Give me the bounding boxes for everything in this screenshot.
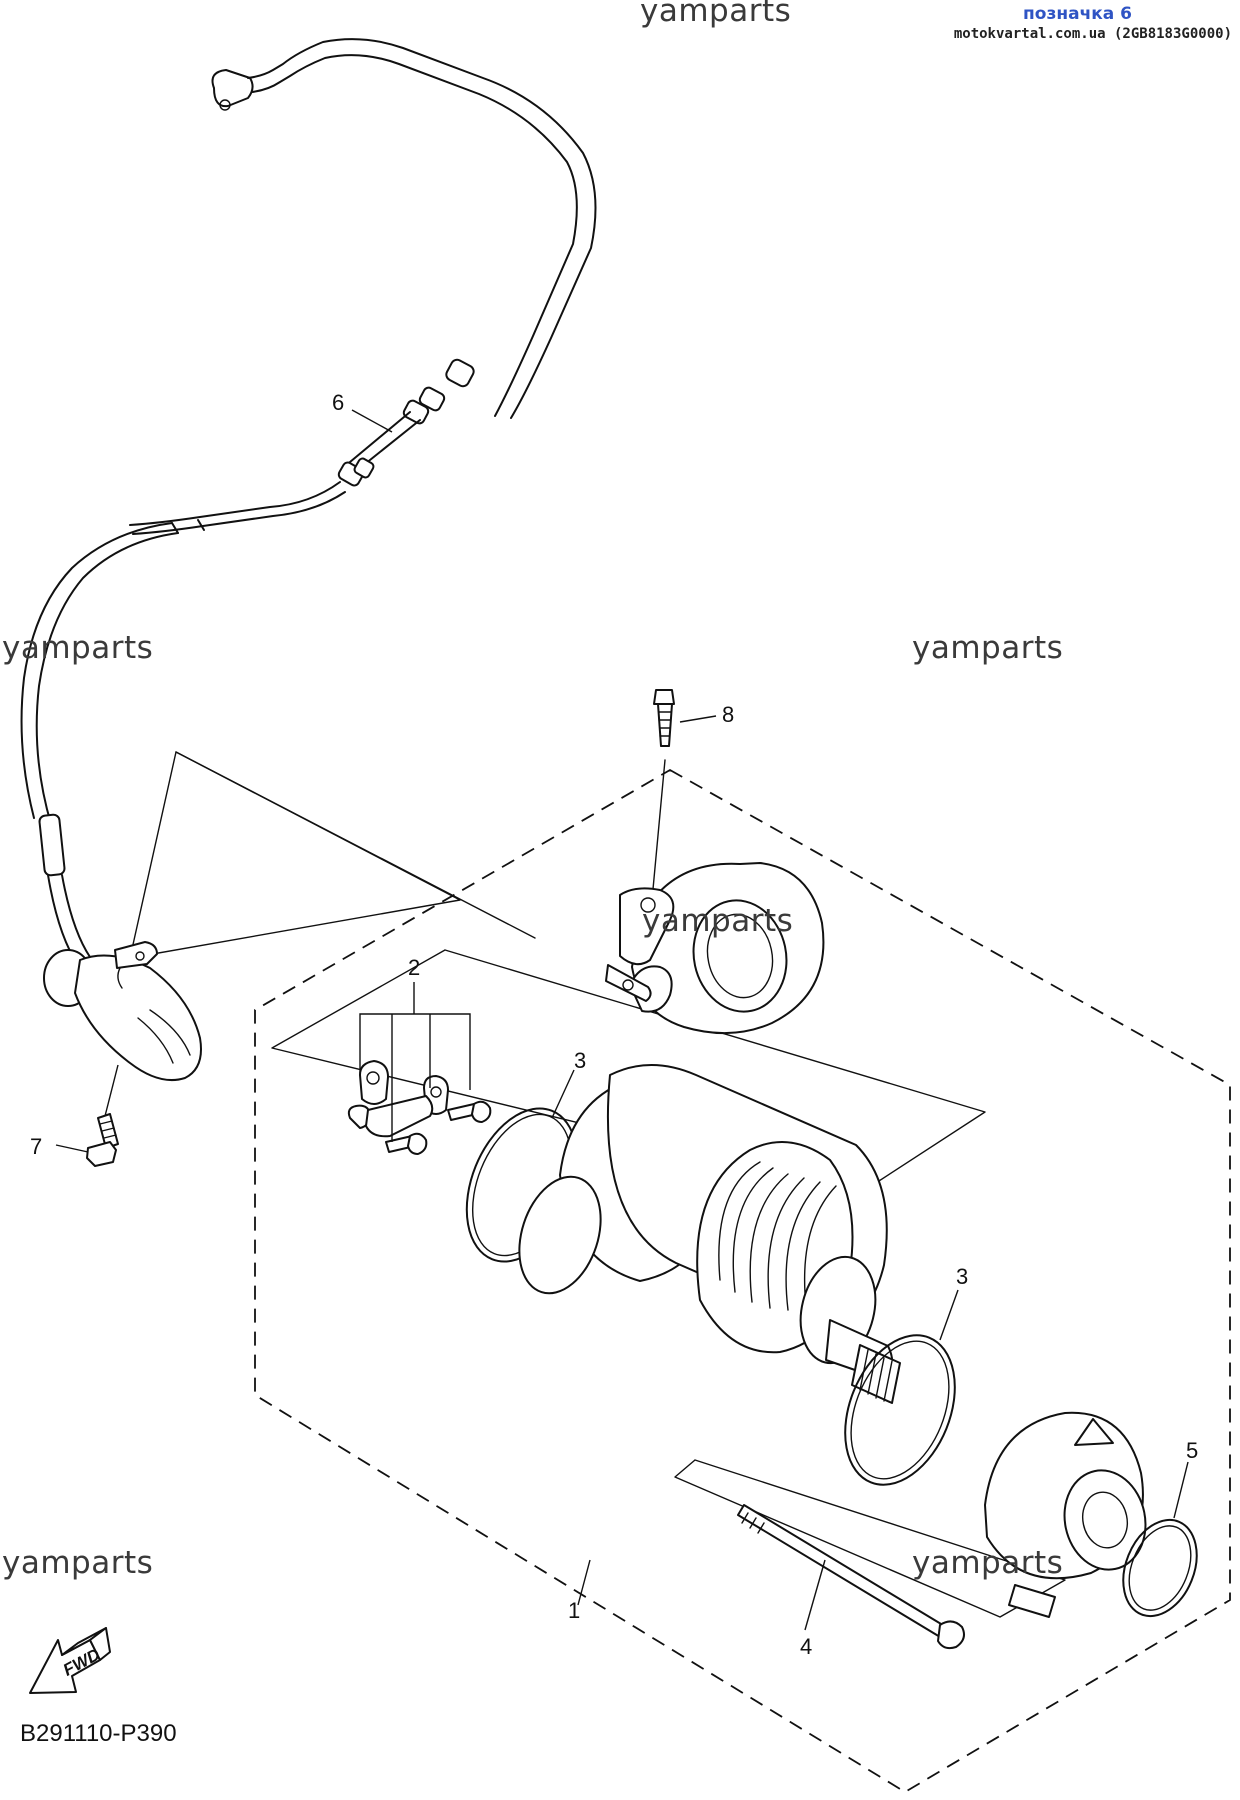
- callout-5: 5: [1186, 1438, 1199, 1463]
- starter-cable: [20, 38, 597, 1082]
- brush-holder-parts: [347, 982, 492, 1155]
- callout-3-right: 3: [956, 1264, 969, 1289]
- front-cover: [984, 1411, 1147, 1618]
- callout-4: 4: [800, 1634, 813, 1659]
- callout-1: 1: [568, 1598, 581, 1623]
- callout-6: 6: [332, 390, 345, 415]
- leader-1: [577, 1559, 591, 1606]
- watermark: yamparts: [640, 0, 792, 29]
- bolt-7: [55, 1064, 119, 1167]
- diagram-reference-code: B291110-P390: [20, 1720, 177, 1747]
- o-ring-3-right: [844, 1289, 959, 1486]
- rear-cover: [605, 862, 825, 1035]
- page-tag: позначка 6: [1023, 4, 1132, 24]
- watermark: yamparts: [912, 1545, 1064, 1581]
- source-label: motokvartal.com.ua (2GB8183G0000): [953, 26, 1232, 42]
- bolt-8: [651, 689, 717, 901]
- o-ring-5: [1122, 1461, 1198, 1618]
- starter-yoke: [518, 1064, 901, 1404]
- fwd-arrow-icon: [29, 1627, 111, 1694]
- callout-3-left: 3: [574, 1048, 587, 1073]
- pointer-line: [175, 751, 536, 939]
- cable-pointer-frame: [129, 751, 461, 959]
- leader-6: [351, 409, 393, 433]
- bolt-set-frame: [674, 1459, 1066, 1618]
- long-bolt-4: [737, 1504, 965, 1650]
- watermark: yamparts: [912, 630, 1064, 666]
- watermark: yamparts: [2, 1545, 154, 1581]
- watermark: yamparts: [2, 630, 154, 666]
- assembly-outline: [254, 768, 1231, 1794]
- callout-7: 7: [30, 1134, 43, 1159]
- callout-8: 8: [722, 702, 735, 727]
- watermark: yamparts: [642, 903, 794, 939]
- callout-2: 2: [408, 955, 421, 980]
